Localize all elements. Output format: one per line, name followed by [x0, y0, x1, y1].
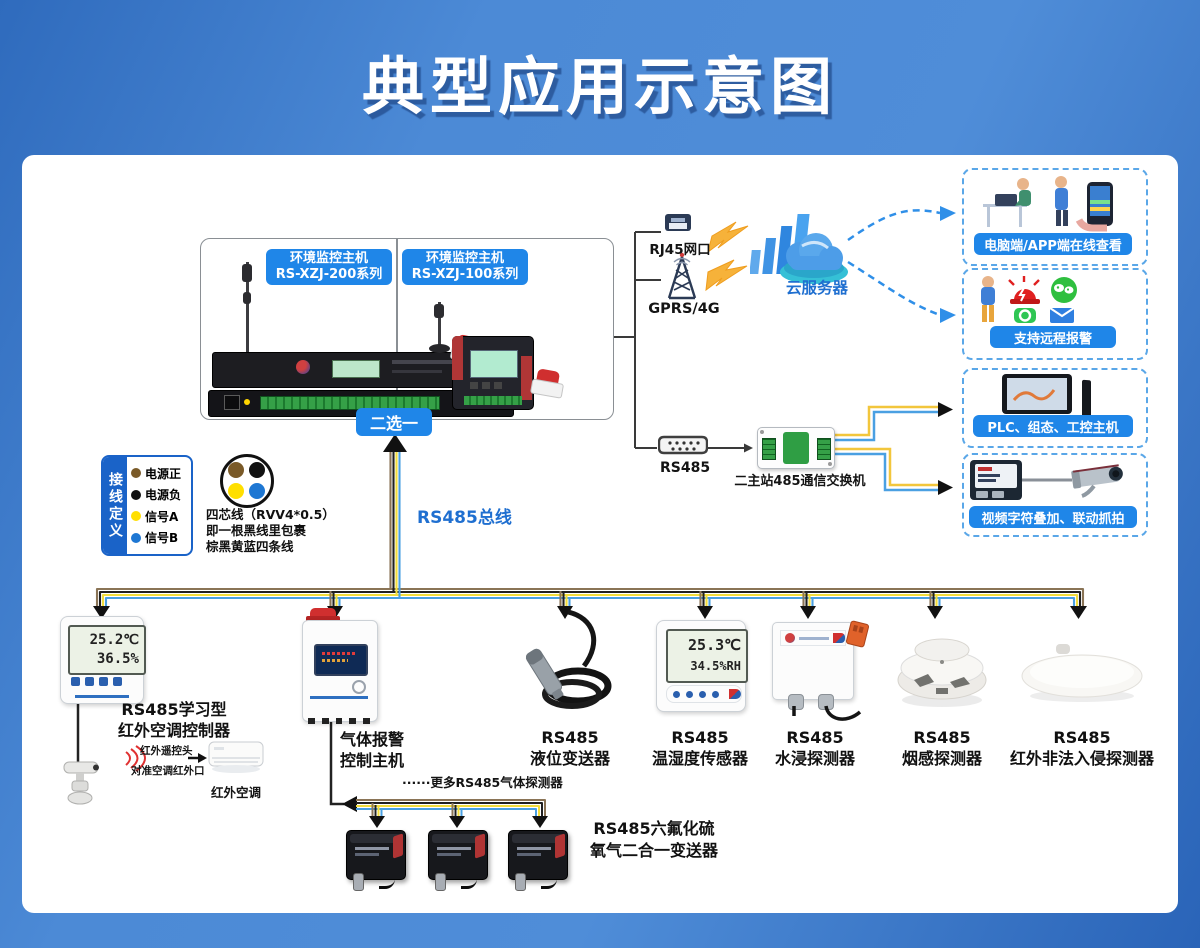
lightning-icon — [707, 221, 749, 254]
power-negative-dot — [131, 489, 141, 500]
rs485-port-label: RS485 — [660, 460, 711, 476]
lightning-icon — [705, 259, 748, 292]
legend-item: 电源负 — [131, 486, 187, 503]
legend-item: 信号B — [131, 529, 187, 546]
gprs-tower-icon — [667, 252, 697, 300]
power-positive-dot — [131, 468, 141, 479]
sf6-transmitter-label: RS485六氟化硫 氧气二合一变送器 — [589, 819, 718, 860]
host-100-label: 环境监控主机 RS-XZJ-100系列 — [402, 249, 528, 285]
th-lcd-temp: 25.3℃ — [688, 636, 741, 654]
gas-alarm-host-label: 气体报警 控制主机 — [340, 730, 405, 770]
signal-a-dot — [131, 511, 141, 522]
gas-sub-bus — [356, 799, 546, 816]
strobe-siren-icon — [529, 368, 565, 399]
ac-controller-label: RS485学习型 红外空调控制器 — [117, 700, 230, 740]
uplink-tree-lines — [612, 231, 744, 449]
sf6-transmitter-device — [346, 830, 406, 891]
ac-lcd-hum: 36.5% — [96, 651, 139, 667]
legend-item: 信号A — [131, 508, 187, 525]
gas-alarm-host-device — [302, 608, 382, 724]
plc-scada-label: PLC、组态、工控主机 — [973, 415, 1133, 437]
legend-item: 电源正 — [131, 465, 187, 482]
rs485-switch-label: 二主站485通信交换机 — [734, 474, 866, 489]
pir-detector-device — [1021, 644, 1143, 702]
pir-detector-label: RS485 红外非法入侵探测器 — [1009, 728, 1154, 768]
gprs-label: GPRS/4G — [648, 301, 720, 317]
sf6-transmitter-device — [508, 830, 568, 891]
level-transmitter-device — [525, 610, 612, 709]
th-lcd-hum: 34.5%RH — [690, 659, 741, 673]
ir-signal-icon — [125, 745, 146, 772]
rj45-port-icon — [665, 214, 691, 231]
switch-output-wires — [832, 405, 938, 492]
ac-unit-label: 红外空调 — [210, 785, 261, 800]
cloud-server-icon — [750, 214, 848, 284]
rs485-switch-device — [757, 427, 835, 469]
air-conditioner-icon — [208, 741, 264, 773]
four-core-cable-icon — [220, 454, 274, 508]
rs485-bus-label: RS485总线 — [417, 508, 512, 528]
ir-aim-label: 对准空调红外口 — [131, 765, 205, 777]
wiring-legend: 接线定义 电源正 电源负 信号A 信号B — [101, 455, 193, 556]
choose-one-label: 二选一 — [356, 408, 432, 436]
temp-humidity-sensor-device: 25.3℃ 34.5%RH — [656, 620, 748, 712]
page-title: 典型应用示意图 — [361, 50, 838, 123]
signal-b-dot — [131, 532, 141, 543]
ac-controller-device: 25.2℃ 36.5% — [60, 616, 146, 704]
level-transmitter-label: RS485 液位变送器 — [529, 728, 610, 768]
host-200-label: 环境监控主机 RS-XZJ-200系列 — [266, 249, 392, 285]
water-leak-device — [772, 620, 872, 721]
smoke-detector-label: RS485 烟感探测器 — [901, 728, 982, 768]
arrow-to-switch — [744, 443, 753, 453]
pc-app-illustration — [983, 176, 1113, 232]
plc-monitor-illustration — [1002, 374, 1091, 416]
ir-remote-head-icon — [63, 761, 99, 805]
cloud-dashed-arrows — [847, 209, 941, 317]
cable-note: 四芯线（RVV4*0.5） 即一根黑线里包裹 棕黑黄蓝四条线 — [206, 507, 335, 554]
more-gas-detectors-label: ······更多RS485气体探测器 — [402, 775, 563, 790]
rs485-main-bus — [95, 450, 1085, 606]
legend-title: 接线定义 — [103, 457, 127, 554]
ir-head-label: 红外遥控头 — [140, 745, 193, 757]
ac-lcd-temp: 25.2℃ — [89, 632, 139, 648]
cloud-server-label: 云服务器 — [785, 279, 848, 297]
host-divider — [396, 238, 398, 418]
rj45-label: RJ45网口 — [649, 242, 711, 258]
sf6-transmitter-device — [428, 830, 488, 891]
remote-alarm-illustration — [981, 276, 1077, 323]
pc-app-view-label: 电脑端/APP端在线查看 — [974, 233, 1132, 255]
video-camera-illustration — [970, 460, 1123, 500]
video-overlay-label: 视频字符叠加、联动抓拍 — [969, 506, 1137, 528]
smoke-detector-device — [897, 638, 987, 707]
remote-alarm-label: 支持远程报警 — [990, 326, 1116, 348]
temp-humidity-label: RS485 温湿度传感器 — [651, 728, 748, 768]
water-leak-label: RS485 水浸探测器 — [774, 728, 855, 768]
rs485-db9-icon — [658, 435, 708, 455]
